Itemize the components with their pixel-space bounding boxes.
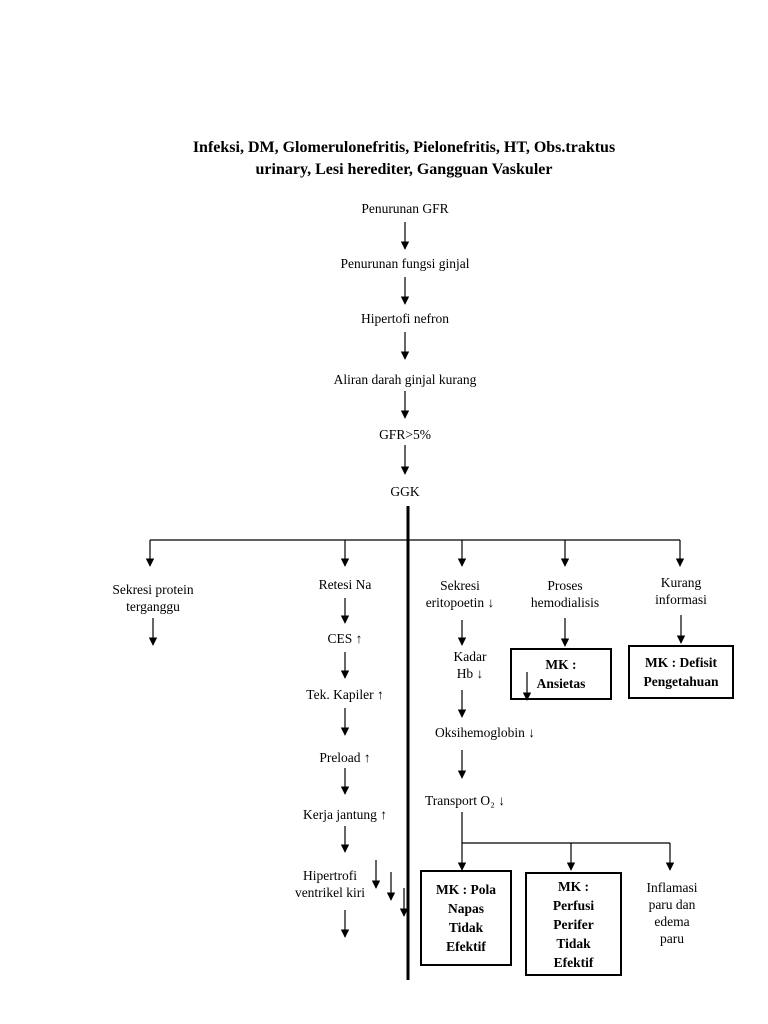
node-penurunan-gfr: Penurunan GFR [361, 201, 449, 216]
node-sekresi-protein: Sekresi protein terganggu [90, 581, 216, 615]
node-inflamasi-line4: paru [660, 931, 684, 946]
node-aliran-darah: Aliran darah ginjal kurang [333, 372, 477, 387]
box-perfusi-line5: Efektif [553, 954, 594, 970]
box-perfusi-line2: Perfusi [552, 897, 595, 913]
box-ansietas-line2: Ansietas [536, 676, 586, 691]
box-defisit-line1: MK : Defisit [645, 655, 717, 670]
title-line-1: Infeksi, DM, Glomerulonefritis, Pielonef… [192, 139, 616, 156]
node-kurang-line1: Kurang [660, 575, 702, 590]
node-kerja-jantung: Kerja jantung ↑ [303, 807, 387, 822]
box-perfusi-line4: Tidak [556, 935, 591, 951]
node-inflamasi-line3: edema [654, 914, 690, 929]
node-sekresi-eritropoetin-line1: Sekresi [440, 578, 480, 593]
node-oksihemoglobin: Oksihemoglobin ↓ [434, 725, 536, 740]
node-sekresi-eritropoetin-line2: eritopoetin ↓ [425, 595, 495, 610]
box-defisit-pengetahuan: MK : Defisit Pengetahuan [628, 645, 734, 699]
box-pola-line4: Efektif [446, 939, 486, 954]
node-proses-line2: hemodialisis [530, 595, 600, 610]
node-ggk: GGK [390, 484, 420, 499]
node-retesi-na: Retesi Na [318, 577, 372, 592]
node-kadar-hb: Kadar Hb ↓ [420, 648, 520, 682]
node-hipertrofi: Hipertrofi ventrikel kiri [270, 867, 390, 901]
node-inflamasi-line1: Inflamasi [646, 880, 698, 895]
box-ansietas-line1: MK : [545, 657, 577, 672]
box-pola-napas: MK : Pola Napas Tidak Efektif [420, 870, 512, 966]
node-proses-line1: Proses [547, 578, 583, 593]
title-line-2: urinary, Lesi herediter, Gangguan Vaskul… [255, 161, 553, 178]
node-hipertrofi-line2: ventrikel kiri [294, 885, 366, 900]
box-perfusi-line3: Perifer [553, 916, 594, 932]
box-ansietas: MK : Ansietas [510, 648, 612, 700]
node-penurunan-fungsi: Penurunan fungsi ginjal [340, 256, 470, 271]
node-proses-hemodialisis: Proses hemodialisis [510, 577, 620, 611]
box-perfusi-perifer: MK : Perfusi Perifer Tidak Efektif [525, 872, 622, 976]
node-inflamasi-line2: paru dan [648, 897, 696, 912]
node-sekresi-protein-line2: terganggu [126, 599, 180, 614]
box-pola-line2: Napas [447, 901, 484, 916]
node-ces: CES ↑ [327, 631, 363, 646]
node-tek-kapiler: Tek. Kapiler ↑ [306, 687, 384, 702]
node-gfr: GFR>5% [379, 427, 431, 442]
node-hipertrofi-line1: Hipertrofi [303, 868, 357, 883]
node-inflamasi: Inflamasi paru dan edema paru [630, 879, 714, 947]
node-sekresi-protein-line1: Sekresi protein [112, 582, 194, 597]
node-kurang-line2: informasi [655, 592, 707, 607]
box-pola-line1: MK : Pola [436, 882, 496, 897]
node-transport-o2: Transport O₂ ↓ [425, 793, 505, 808]
box-perfusi-line1: MK : [557, 878, 590, 894]
box-defisit-line2: Pengetahuan [643, 674, 719, 689]
node-kadar-hb-line2: Hb ↓ [456, 666, 484, 681]
node-hipertofi-nefron: Hipertofi nefron [360, 311, 450, 326]
box-pola-line3: Tidak [448, 920, 484, 935]
node-preload: Preload ↑ [319, 750, 371, 765]
node-kadar-hb-line1: Kadar [453, 649, 487, 664]
node-sekresi-eritropoetin: Sekresi eritopoetin ↓ [400, 577, 520, 611]
node-kurang-informasi: Kurang informasi [626, 574, 736, 608]
